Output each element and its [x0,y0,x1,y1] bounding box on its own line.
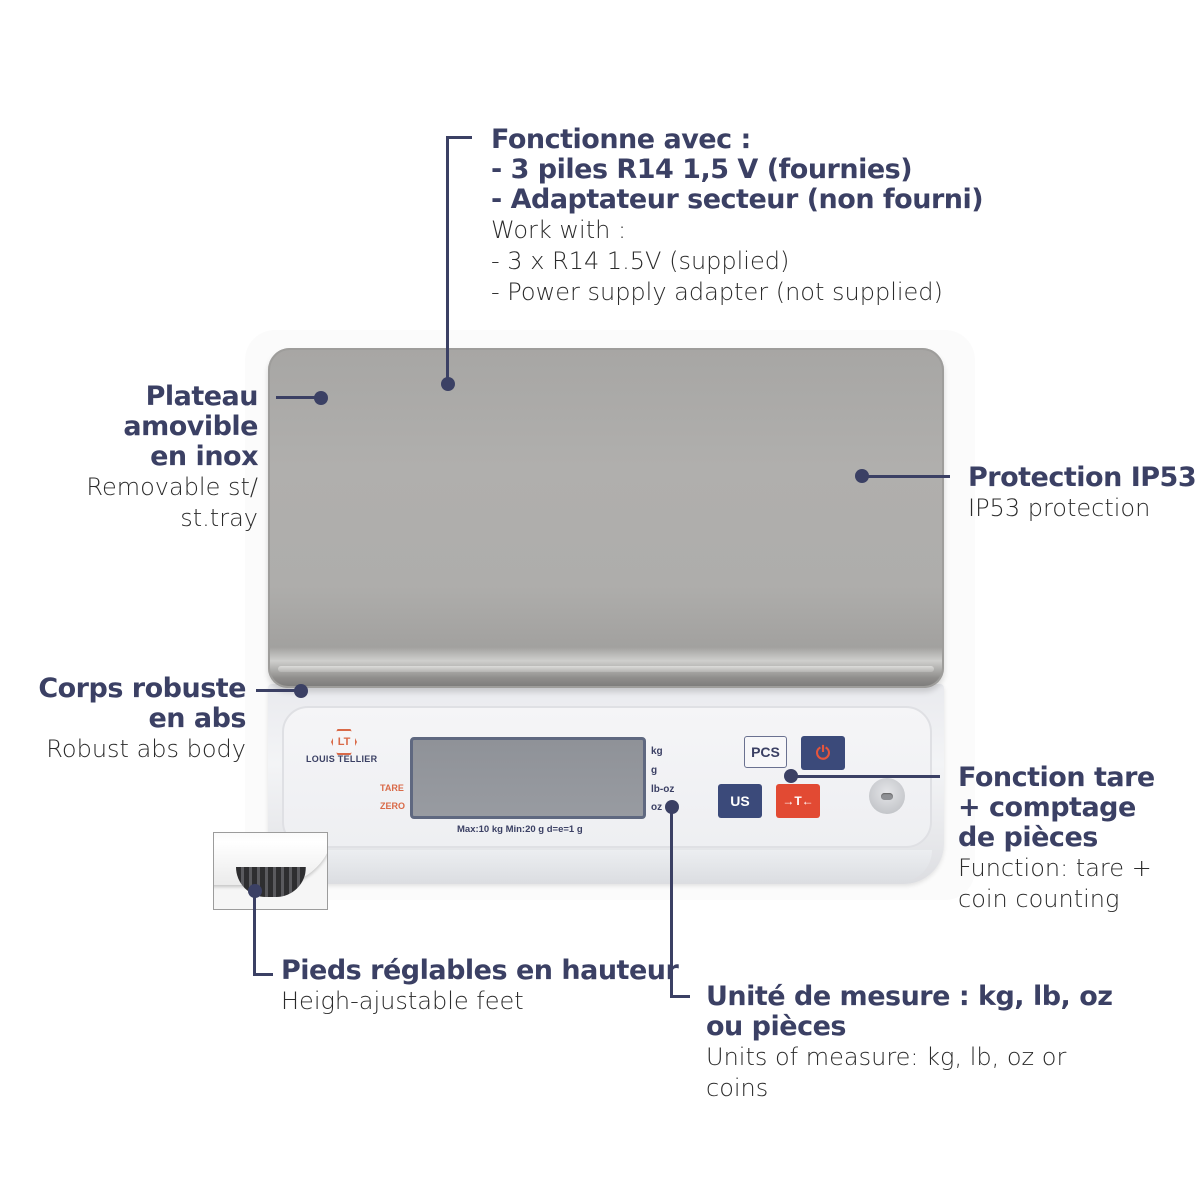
tray-callout-dot [314,391,328,405]
tray-callout-line [276,396,320,399]
feet-callout: Pieds réglables en hauteur Heigh-ajustab… [281,955,679,1017]
tare-title-1: Fonction tare [958,762,1155,793]
units-callout: Unité de mesure : kg, lb, oz ou pièces U… [706,981,1113,1104]
units-callout-tick [670,995,690,998]
tray-sub-2: st.tray [180,504,258,532]
ip-callout-line [862,475,950,478]
power-title-2: - 3 piles R14 1,5 V (fournies) [491,154,913,185]
ip-sub: IP53 protection [968,494,1151,522]
tare-callout-dot [784,769,798,783]
tray-title-2: en inox [150,441,258,472]
brand-name: LOUIS TELLIER [306,754,378,764]
power-title-3: - Adaptateur secteur (non fourni) [491,184,984,215]
tare-title-3: de pièces [958,822,1098,853]
scale-base-rim [282,850,932,882]
tare-icon: →T← [782,794,814,808]
units-title-2: ou pièces [706,1011,846,1042]
power-callout-line [446,136,449,384]
feet-callout-tick [253,973,273,976]
units-callout-line [670,806,673,998]
body-callout-line [256,689,298,692]
ip-callout-dot [855,469,869,483]
power-sub-1: Work with : [491,216,627,244]
ip-callout: Protection IP53 IP53 protection [968,462,1197,524]
unit-kg: kg [651,746,663,757]
lcd-display [410,737,646,819]
body-title-2: en abs [148,703,246,734]
foot-knob-icon [236,867,306,897]
tare-title-2: + comptage [958,792,1136,823]
feet-sub: Heigh-ajustable feet [281,987,524,1015]
units-sub-2: coins [706,1074,769,1102]
body-callout-dot [294,684,308,698]
power-callout: Fonctionne avec : - 3 piles R14 1,5 V (f… [491,124,984,308]
tare-callout: Fonction tare + comptage de pièces Funct… [958,763,1155,915]
body-sub-1: Robust abs body [46,735,246,763]
unit-select-button[interactable]: US [718,784,762,818]
units-sub-1: Units of measure: kg, lb, oz or [706,1043,1067,1071]
feet-callout-line [253,890,256,976]
stainless-tray [268,348,944,688]
feet-title: Pieds réglables en hauteur [281,955,679,986]
power-sub-2: - 3 x R14 1.5V (supplied) [491,247,790,275]
unit-oz: oz [651,802,663,813]
tare-button[interactable]: →T← [776,784,820,818]
power-icon: ⏻ [815,742,831,763]
brand-logo-icon: LT [331,729,357,755]
pcs-button[interactable]: PCS [744,736,787,768]
power-title-1: Fonctionne avec : [491,124,751,155]
unit-g: g [651,765,658,776]
power-button[interactable]: ⏻ [801,736,845,770]
tray-sub-1: Removable st/ [86,473,258,501]
zero-indicator-label: ZERO [380,801,406,811]
level-bubble-icon [869,778,905,814]
body-callout: Corps robuste en abs Robust abs body [20,674,246,765]
tray-title-1: Plateau amovible [123,381,258,442]
adjustable-foot-inset [213,832,328,910]
power-callout-tick [446,136,472,139]
ip-title: Protection IP53 [968,462,1197,493]
tray-callout: Plateau amovible en inox Removable st/ s… [20,382,258,534]
capacity-spec: Max:10 kg Min:20 g d=e=1 g [457,824,583,835]
power-callout-dot [441,377,455,391]
power-sub-3: - Power supply adapter (not supplied) [491,278,943,306]
body-title-1: Corps robuste [38,673,246,704]
unit-lb-oz: lb-oz [651,784,675,795]
tare-callout-line [790,775,940,778]
tare-indicator-label: TARE [380,783,404,793]
tare-sub-1: Function: tare + [958,854,1152,882]
units-title-1: Unité de mesure : kg, lb, oz [706,981,1113,1012]
tare-sub-2: coin counting [958,885,1120,913]
